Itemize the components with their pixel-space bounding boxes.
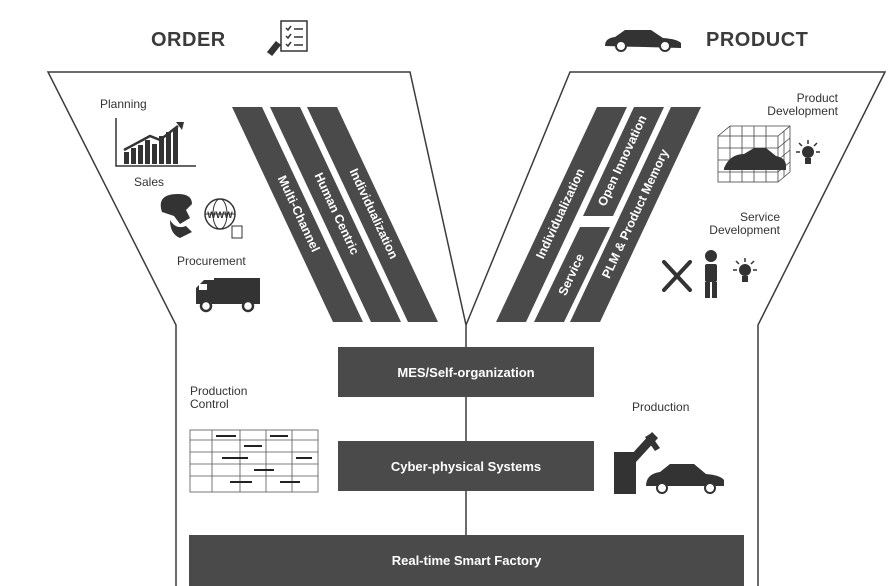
car-icon — [605, 30, 681, 52]
stripe-plm — [570, 107, 701, 322]
product-development-label: Product Development — [712, 92, 838, 118]
chart-icon — [115, 118, 196, 167]
right-stripes — [496, 107, 701, 322]
sales-label: Sales — [134, 175, 165, 189]
production-control-label: Production Control — [190, 385, 247, 411]
svg-text:WWW: WWW — [207, 210, 233, 220]
service-development-line-1: Service — [739, 210, 780, 224]
production-control-line-2: Control — [190, 397, 229, 411]
production-label: Production — [632, 400, 690, 414]
product-development-line-2: Development — [767, 104, 838, 118]
stripe-open-innovation — [583, 107, 664, 216]
product-development-line-1: Product — [796, 91, 838, 105]
stripe-individualization-left — [307, 107, 438, 322]
smart-factory-bar: Real-time Smart Factory — [189, 535, 744, 586]
schedule-table-icon — [189, 429, 319, 493]
mes-bar: MES/Self-organization — [338, 347, 594, 397]
cps-bar: Cyber-physical Systems — [338, 441, 594, 491]
planning-label: Planning — [100, 97, 147, 111]
checklist-icon — [266, 20, 308, 57]
service-development-line-2: Development — [709, 223, 780, 237]
order-heading: ORDER — [151, 29, 226, 51]
procurement-label: Procurement — [177, 254, 246, 268]
robot-arm-icon — [614, 432, 724, 494]
production-control-line-1: Production — [190, 384, 248, 398]
stripe-service — [534, 227, 610, 322]
left-stripes — [232, 107, 438, 322]
lightbulb-icon — [796, 140, 820, 164]
product-heading: PRODUCT — [706, 29, 809, 51]
service-development-label: Service Development — [676, 211, 780, 237]
tools-icon — [662, 260, 692, 292]
stripe-multi-channel — [232, 107, 363, 322]
truck-icon — [196, 278, 260, 313]
stripe-individualization-right — [496, 107, 627, 322]
stripe-human-centric — [270, 107, 401, 322]
3d-model-icon — [717, 125, 791, 183]
globe-www-icon: WWW — [160, 194, 243, 239]
lightbulb-icon — [733, 258, 757, 282]
worker-icon — [705, 250, 717, 298]
